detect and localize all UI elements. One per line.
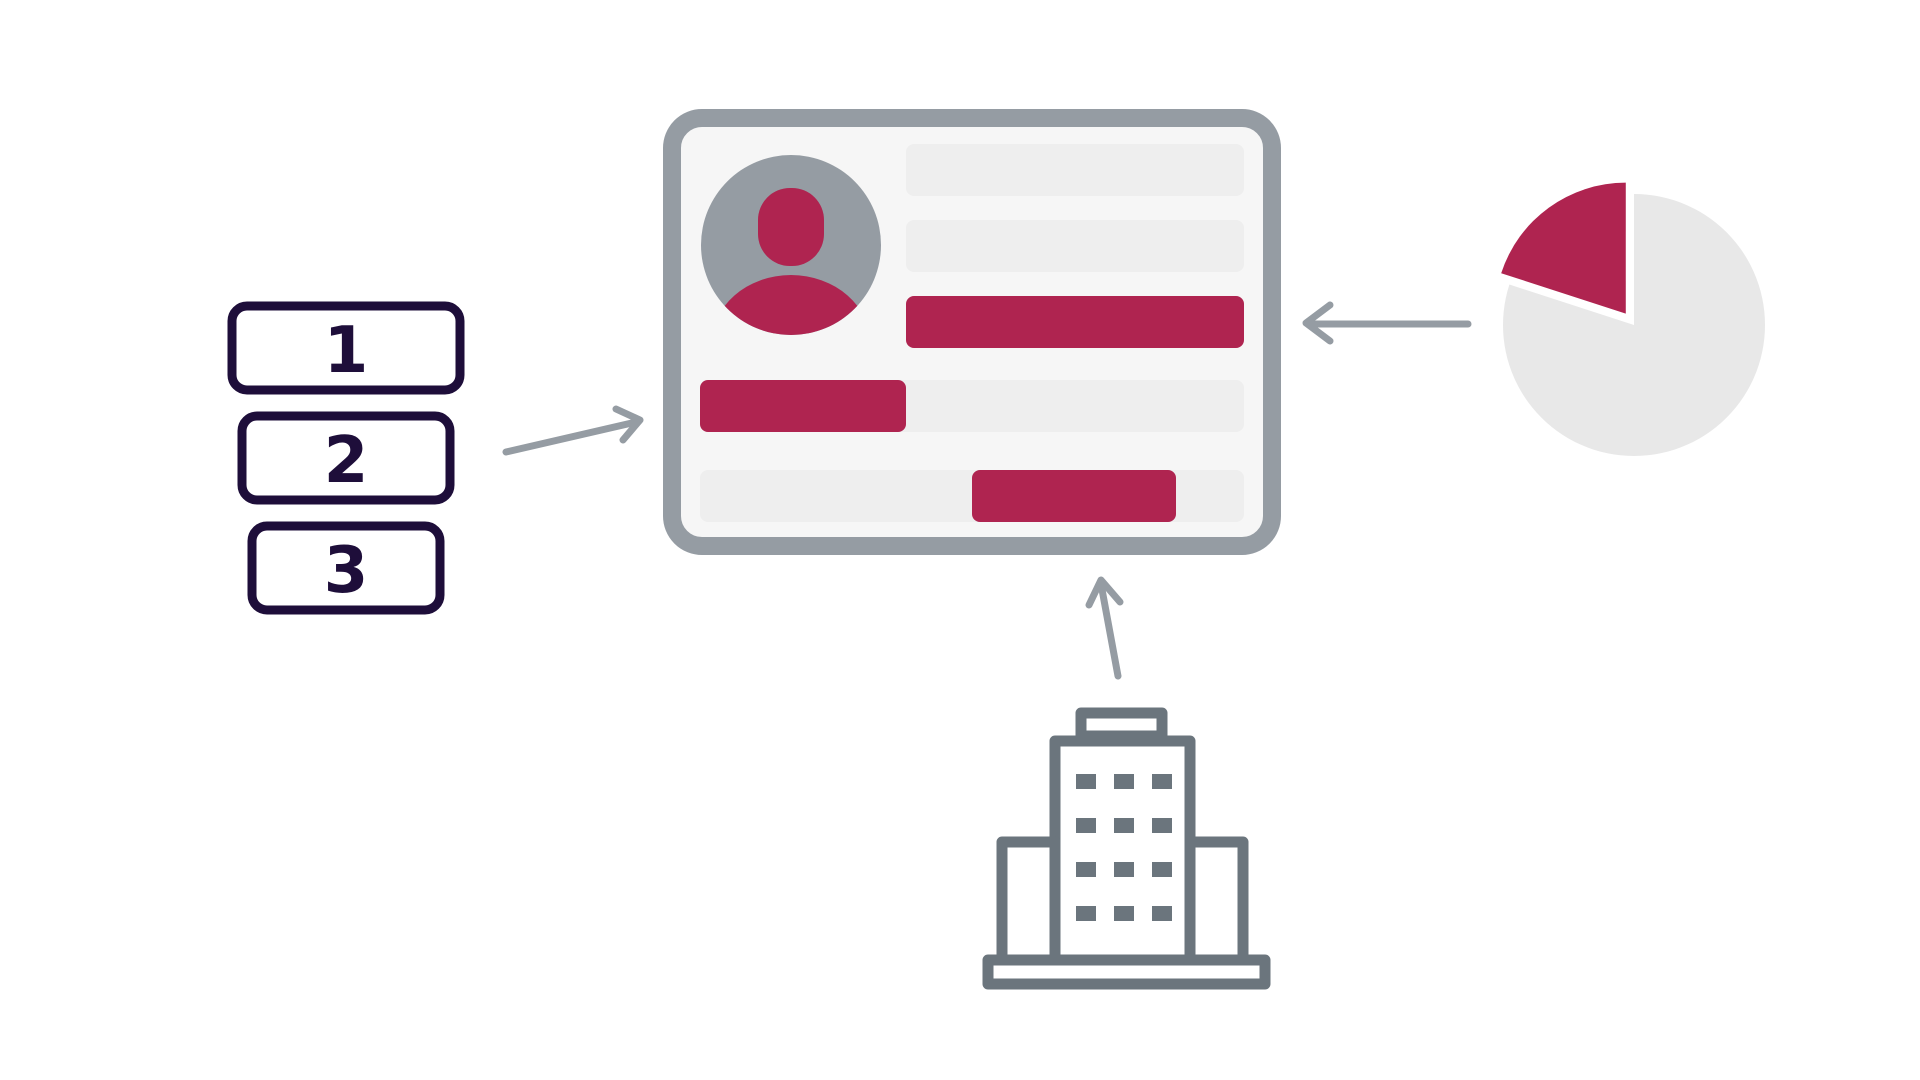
arrow-pie-to-card [1302, 301, 1472, 345]
numbered-item: 2 [237, 411, 455, 505]
pie-remainder [1503, 194, 1766, 456]
placeholder-line [906, 220, 1244, 272]
arrow-list-to-card [502, 405, 644, 456]
number-label: 3 [324, 534, 369, 608]
pie-highlight [1501, 182, 1626, 314]
profile-card [663, 109, 1281, 555]
number-label: 1 [324, 314, 369, 388]
numbered-item: 1 [227, 301, 465, 395]
numbered-list: 1 2 3 [227, 301, 465, 615]
highlighted-line [906, 296, 1244, 348]
highlighted-segment [972, 470, 1176, 522]
pie-chart-icon [1501, 182, 1766, 456]
placeholder-line [906, 144, 1244, 196]
numbered-item: 3 [247, 521, 445, 615]
number-label: 2 [324, 424, 369, 498]
building-windows [1076, 774, 1172, 921]
highlighted-segment [700, 380, 906, 432]
arrow-building-to-card [1085, 576, 1124, 680]
user-avatar-icon [701, 155, 881, 335]
office-building-icon [982, 707, 1271, 990]
